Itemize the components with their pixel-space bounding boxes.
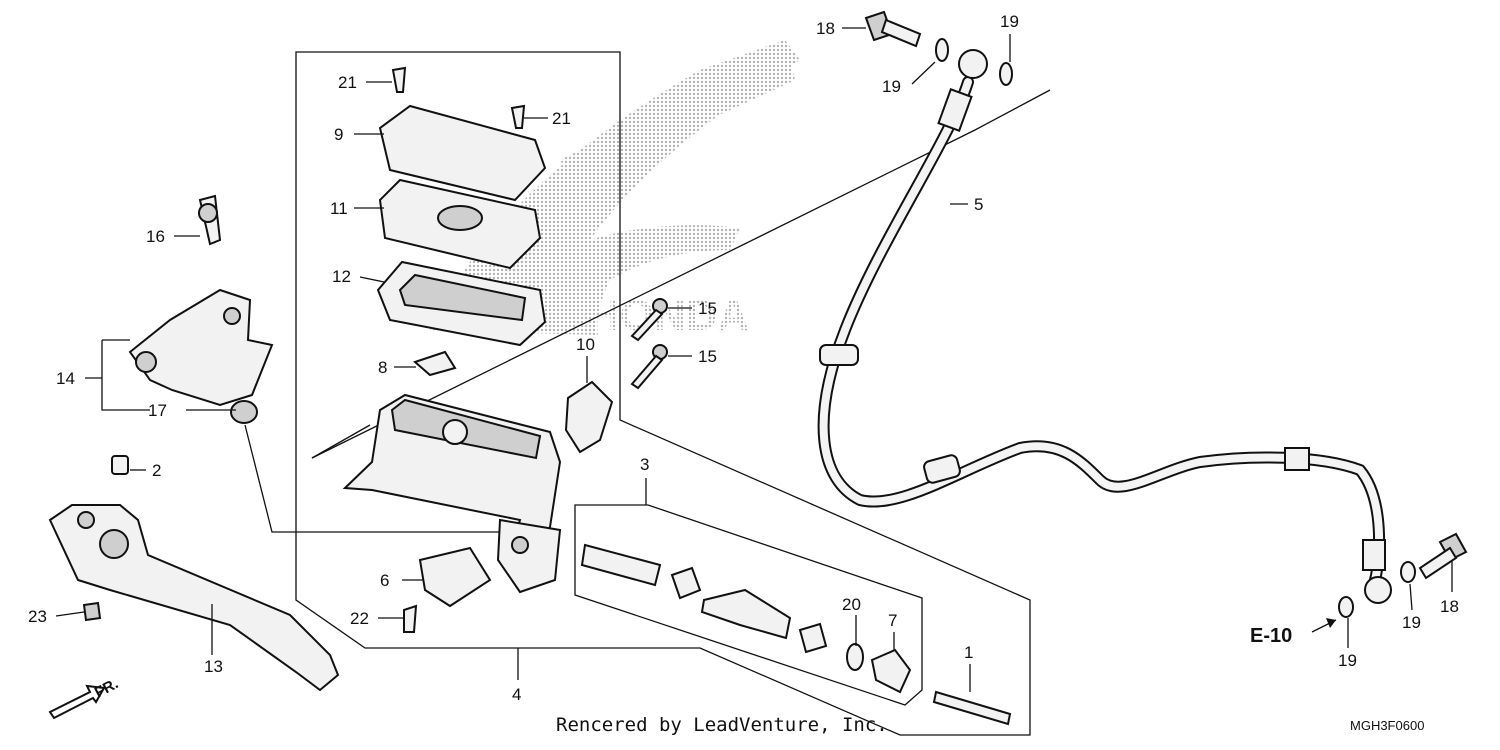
lever-nut — [82, 601, 102, 622]
brake-lever — [48, 455, 340, 692]
callout-14: 14 — [56, 369, 75, 388]
holder-clamp — [564, 380, 614, 454]
lever-holder-body — [128, 288, 274, 407]
holder-pivot — [135, 351, 157, 373]
holder-hole — [223, 307, 241, 325]
callout-10: 10 — [576, 335, 595, 354]
piston-set — [580, 543, 1012, 726]
callout-6: 6 — [380, 571, 389, 590]
cap-screw-b — [510, 104, 526, 129]
piston-washer — [846, 643, 864, 671]
brand-watermark: HONDA — [430, 40, 800, 340]
reference-label: E-10 — [1250, 625, 1292, 647]
banjo-eye-upper — [958, 49, 988, 79]
callout-7: 7 — [888, 611, 897, 630]
lever-adjuster — [99, 529, 129, 559]
pivot-bolt — [932, 690, 1012, 726]
plate-clip — [413, 350, 457, 377]
piston-boot — [870, 648, 912, 694]
banjo-bolt-lower-shaft — [1418, 546, 1458, 580]
reservoir-cap — [378, 104, 547, 202]
cap-screw-a — [391, 66, 407, 93]
banjo-bolt-upper-shaft — [880, 18, 922, 48]
callout-8: 8 — [378, 358, 387, 377]
callout-5: 5 — [974, 195, 983, 214]
brake-switch — [418, 546, 492, 608]
holder-bolt-long-head — [198, 203, 218, 223]
cylinder-lever-bracket — [496, 518, 562, 594]
sealing-washer-c — [1400, 561, 1416, 583]
brake-hose — [817, 49, 1392, 604]
holder-bolt-b-shaft — [630, 354, 664, 390]
piston — [700, 588, 792, 640]
hose-fitting-upper — [937, 88, 973, 132]
switch-screw — [403, 604, 418, 633]
banjo-eye-lower — [1364, 576, 1392, 604]
spring-seat — [670, 566, 702, 600]
callout-1: 1 — [964, 643, 973, 662]
callout-19-lower-right: 19 — [1402, 613, 1421, 632]
holder-bolts — [630, 298, 668, 390]
callout-12: 12 — [332, 267, 351, 286]
sealing-washer-b — [999, 62, 1013, 86]
callout-11: 11 — [330, 199, 348, 218]
lever-holder — [128, 194, 274, 424]
reference-arrow: E-10 — [1250, 618, 1337, 647]
callout-2: 2 — [152, 461, 161, 480]
piston-spring — [580, 543, 662, 587]
front-direction-indicator: FR. — [48, 675, 121, 720]
callout-17: 17 — [148, 401, 167, 420]
master-cylinder — [342, 350, 614, 633]
front-arrow-icon — [48, 684, 106, 720]
lever-pivot — [77, 511, 95, 529]
callout-3: 3 — [640, 455, 649, 474]
bracket-hole — [511, 536, 529, 554]
lever-body — [48, 504, 340, 692]
callout-15-lower: 15 — [698, 347, 717, 366]
hose-fitting-lower — [1362, 539, 1386, 571]
callout-20: 20 — [842, 595, 861, 614]
callout-19-lower-left: 19 — [1338, 651, 1357, 670]
hose-fitting-sleeve — [1284, 447, 1310, 471]
sealing-washer-a — [935, 38, 949, 62]
callout-4: 4 — [512, 685, 521, 704]
callout-16: 16 — [146, 227, 165, 246]
diaphragm-inner — [398, 273, 527, 322]
lever-pivot-collar — [111, 455, 129, 475]
callout-18-upper: 18 — [816, 19, 835, 38]
reservoir-parts — [376, 66, 547, 347]
callout-numbers: 18 19 19 21 21 9 11 12 8 10 15 15 5 16 1… — [28, 12, 1459, 704]
callout-19-upper-right: 19 — [1000, 12, 1019, 31]
hose-grommet-upper — [819, 344, 859, 366]
holder-bolt-a-shaft — [630, 308, 664, 342]
banjo-hardware — [864, 10, 1468, 618]
cylinder-port — [442, 419, 468, 445]
callout-13: 13 — [204, 657, 223, 676]
watermark-brand-text: HONDA — [588, 291, 749, 340]
callout-15-upper: 15 — [698, 299, 717, 318]
callout-22: 22 — [350, 609, 369, 628]
plate-grommet — [437, 205, 483, 231]
callout-21-right: 21 — [552, 109, 571, 128]
render-credit: Rencered by LeadVenture, Inc. — [556, 714, 888, 736]
diagram-code: MGH3F0600 — [1350, 718, 1424, 733]
callout-9: 9 — [334, 125, 343, 144]
callout-18-lower: 18 — [1440, 597, 1459, 616]
callout-21-left: 21 — [338, 73, 357, 92]
group-boundaries — [101, 51, 1051, 736]
callout-23: 23 — [28, 607, 47, 626]
piston-cup — [798, 622, 828, 654]
holder-nut — [230, 400, 258, 424]
leader-lines — [55, 27, 1453, 692]
hose-grommet-lower — [923, 454, 961, 484]
sealing-washer-d — [1338, 596, 1354, 618]
callout-19-upper-left: 19 — [882, 77, 901, 96]
